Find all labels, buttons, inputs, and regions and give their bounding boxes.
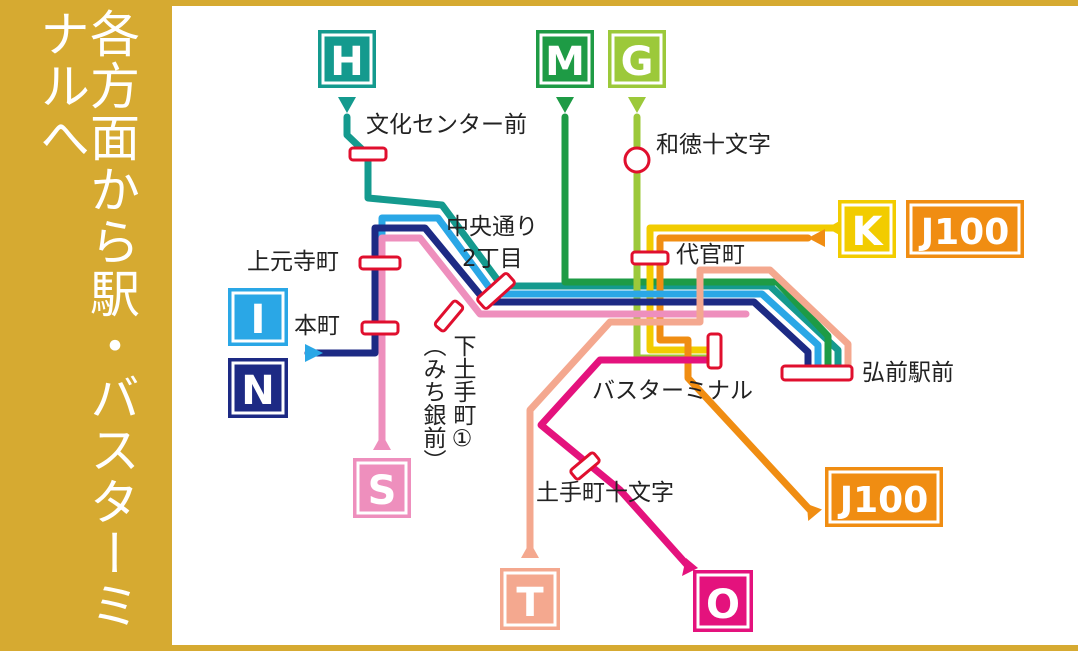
- label-shimodote: 下土手町①: [449, 334, 476, 452]
- label-michiginmae: （みち銀前）: [419, 334, 447, 472]
- stops: [348, 146, 854, 481]
- stop-kamimoto: [358, 255, 402, 271]
- arrow-s: [373, 434, 391, 450]
- stop-daikan: [630, 250, 670, 266]
- route-line-o: [537, 356, 716, 570]
- label-daikan: 代官町: [676, 242, 745, 268]
- badge-o[interactable]: O: [693, 570, 753, 632]
- route-line-h: [343, 113, 842, 370]
- stop-wadoku: [623, 146, 651, 174]
- route-line-m: [561, 113, 832, 370]
- label-station-front: 弘前駅前: [862, 360, 954, 386]
- badge-n-label: N: [241, 368, 274, 414]
- label-bus-terminal: バスターミナル: [592, 378, 753, 404]
- arrow-m: [556, 97, 574, 113]
- badge-i-label: I: [251, 297, 266, 343]
- arrow-g: [628, 97, 646, 113]
- route-line-j100: [656, 234, 814, 514]
- badge-k-label: K: [852, 209, 885, 255]
- badge-o-label: O: [706, 582, 740, 628]
- route-line-t: [526, 266, 852, 554]
- badge-n[interactable]: N: [228, 358, 288, 418]
- badge-k[interactable]: K: [838, 200, 896, 258]
- badge-j100-top[interactable]: J100: [906, 200, 1024, 258]
- badge-j100-right-label: J100: [837, 480, 929, 521]
- arrow-j100-right: [806, 503, 822, 522]
- label-wadoku: 和徳十文字: [656, 132, 771, 158]
- badge-m[interactable]: M: [536, 30, 594, 88]
- stop-station-front: [780, 364, 854, 382]
- label-kamimoto: 上元寺町: [247, 249, 339, 275]
- badge-t-label: T: [516, 580, 544, 626]
- badge-m-label: M: [545, 39, 585, 85]
- sidebar: [0, 0, 172, 651]
- route-line-k: [646, 224, 842, 354]
- badge-i[interactable]: I: [228, 288, 288, 346]
- arrow-o: [682, 558, 698, 576]
- badge-g[interactable]: G: [608, 30, 666, 88]
- badge-h-label: H: [330, 39, 363, 85]
- badge-g-label: G: [621, 39, 654, 85]
- sidebar-title: 各方面から駅・バスターミナルへ: [32, 8, 140, 632]
- map-frame: [172, 0, 1078, 651]
- stop-shimodote: [433, 299, 465, 333]
- label-honcho: 本町: [294, 313, 340, 339]
- badge-s-label: S: [368, 468, 397, 514]
- badge-h[interactable]: H: [318, 30, 376, 88]
- stop-dote-jumonji: [569, 451, 601, 481]
- badge-t[interactable]: T: [500, 568, 560, 630]
- route-line-s: [378, 234, 750, 446]
- arrow-h: [338, 97, 356, 113]
- label-dote-jumonji: 土手町十文字: [536, 480, 674, 506]
- stop-bus-terminal: [706, 332, 723, 370]
- arrow-i: [305, 344, 323, 362]
- badge-s[interactable]: S: [353, 458, 411, 518]
- arrow-j100-top: [808, 229, 825, 247]
- label-bunka: 文化センター前: [366, 112, 527, 138]
- badge-j100-top-label: J100: [918, 212, 1010, 253]
- stop-honcho: [360, 320, 400, 336]
- stop-bunka: [348, 146, 388, 162]
- stop-chuo2: [476, 272, 516, 310]
- label-chuo1: 中央通り: [446, 214, 538, 240]
- label-chuo2: 2丁目: [462, 246, 523, 272]
- arrow-t: [521, 542, 539, 558]
- badge-j100-right[interactable]: J100: [825, 467, 943, 527]
- sidebar-title-wrap: 各方面から駅・バスターミナルへ: [0, 0, 172, 651]
